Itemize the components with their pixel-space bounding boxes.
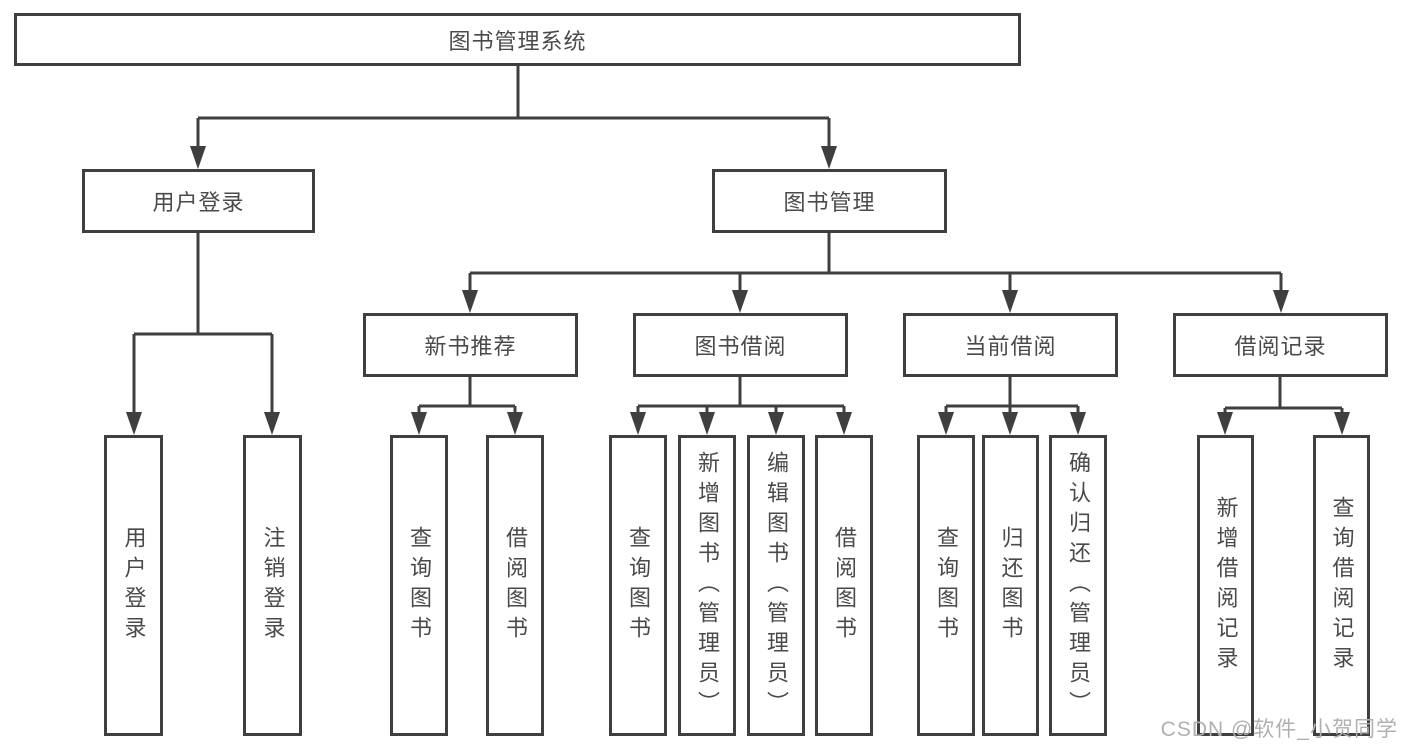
leaf-query-books-borrow: 查询图书 xyxy=(609,435,667,736)
arrowheads xyxy=(126,146,1350,435)
leaf-edit-book-admin: 编辑图书（管理员） xyxy=(747,435,805,736)
node-book-management: 图书管理 xyxy=(712,169,947,233)
node-root: 图书管理系统 xyxy=(14,13,1021,66)
leaf-logout: 注销登录 xyxy=(243,435,302,736)
leaf-add-borrow-record: 新增借阅记录 xyxy=(1197,435,1254,736)
node-user-login: 用户登录 xyxy=(82,169,315,233)
node-borrow-records: 借阅记录 xyxy=(1173,313,1388,377)
node-new-book-recommend: 新书推荐 xyxy=(363,313,578,377)
leaf-query-books-current: 查询图书 xyxy=(917,435,975,736)
leaf-query-borrow-record: 查询借阅记录 xyxy=(1313,435,1370,736)
node-book-borrow: 图书借阅 xyxy=(633,313,848,377)
leaf-query-books-recommend: 查询图书 xyxy=(390,435,448,736)
leaf-borrow-books-recommend: 借阅图书 xyxy=(486,435,544,736)
leaf-borrow-books: 借阅图书 xyxy=(815,435,873,736)
leaf-add-book-admin: 新增图书（管理员） xyxy=(678,435,736,736)
node-current-borrow: 当前借阅 xyxy=(903,313,1118,377)
watermark: CSDN @软件_小贺同学 xyxy=(1160,718,1398,741)
leaf-return-book: 归还图书 xyxy=(982,435,1039,736)
leaf-user-login: 用户登录 xyxy=(104,435,163,736)
leaf-confirm-return-admin: 确认归还（管理员） xyxy=(1049,435,1107,736)
